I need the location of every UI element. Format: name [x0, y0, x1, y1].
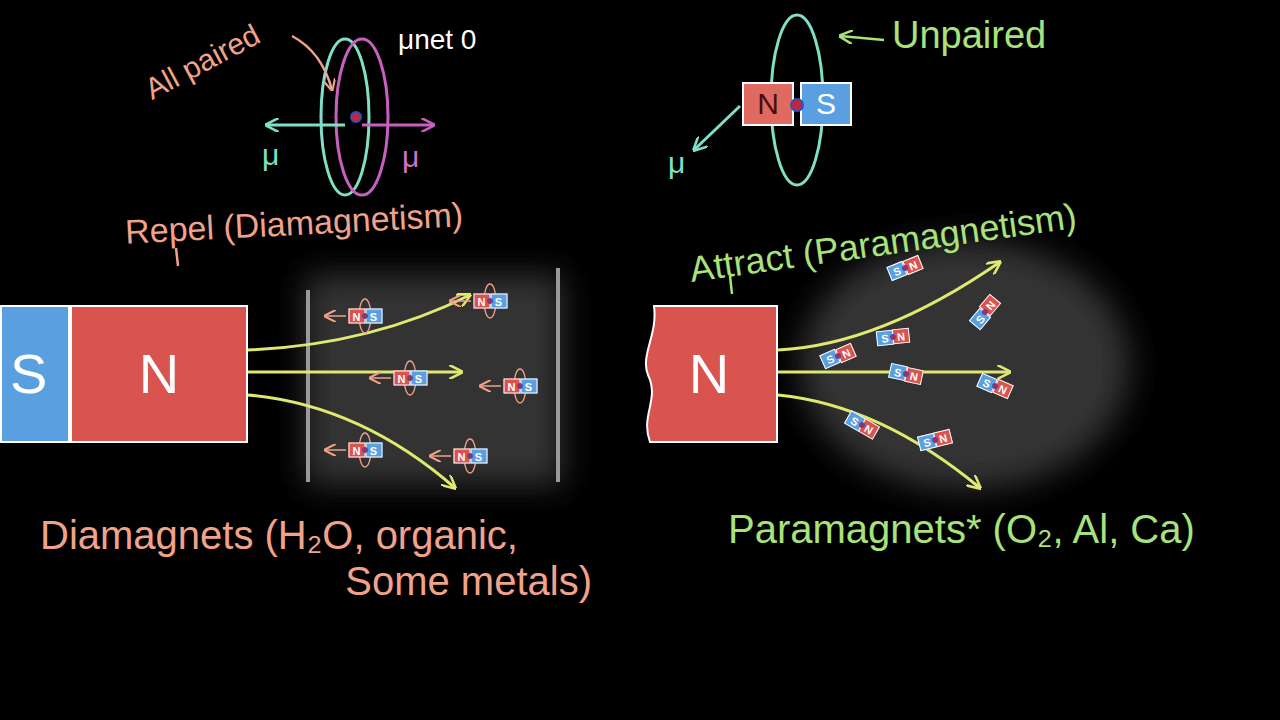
electron-dot	[993, 384, 998, 389]
magnet-north-pole: N	[70, 305, 248, 443]
field-line	[778, 395, 980, 488]
moment-symbol: μ	[668, 146, 685, 181]
pole-letter: S	[875, 330, 893, 347]
moment-arrow	[430, 455, 451, 457]
pole-letter: N	[757, 89, 779, 119]
electron-dot	[904, 372, 909, 377]
examples-text: Paramagnets* (O₂, Al, Ca)	[728, 506, 1195, 552]
pole-letter: N	[904, 367, 924, 385]
heading: Repel (Diamagnetism)	[124, 195, 464, 252]
electron-orbit	[336, 39, 388, 195]
pole-letter: N	[348, 443, 365, 458]
annotation: All paired	[139, 18, 266, 107]
container-wall	[306, 290, 310, 482]
pointer-arrow	[840, 36, 884, 40]
moment-arrow	[266, 124, 345, 127]
paramagnet-cloud	[800, 240, 1130, 490]
magnet-north-pole: N	[640, 305, 778, 443]
examples-text: Diamagnets (H₂O, organic, Some metals)	[40, 512, 592, 604]
pole-letter: S	[10, 346, 47, 402]
pole-letter: S	[365, 443, 382, 458]
magnet-south-pole: S	[0, 305, 70, 443]
pole-letter: S	[410, 371, 427, 386]
moment-arrow	[325, 449, 346, 451]
electron-dot	[363, 314, 368, 319]
container-wall	[556, 268, 560, 482]
electron-dot	[983, 310, 988, 315]
electron-dot	[903, 266, 908, 271]
electron-dot	[488, 299, 493, 304]
pole-letter: S	[490, 294, 507, 309]
field-line	[248, 395, 455, 488]
moment-symbol: μ	[402, 140, 419, 175]
field-line	[248, 295, 470, 350]
electron-dot	[363, 448, 368, 453]
pole-letter: N	[689, 346, 729, 402]
pole-letter: N	[453, 449, 470, 464]
heading: Attract (Paramagnetism)	[687, 195, 1079, 290]
electron-dot	[518, 384, 523, 389]
moment-arrow	[480, 385, 501, 387]
field-line	[778, 262, 1000, 350]
pole-letter: S	[816, 89, 836, 119]
magnet-body	[646, 306, 777, 442]
electron-dot	[408, 376, 413, 381]
magnet-north-pole: N	[742, 82, 794, 126]
moment-arrow	[370, 377, 391, 379]
electron-dot	[468, 454, 473, 459]
diamagnet-glow	[305, 275, 563, 485]
pole-letter: N	[503, 379, 520, 394]
tick	[176, 248, 178, 266]
moment-arrow	[362, 124, 434, 127]
net-moment: μnet 0	[398, 24, 476, 56]
magnet-south-pole: S	[800, 82, 852, 126]
pole-letter: N	[892, 328, 910, 345]
electron-dot	[791, 99, 803, 111]
moment-symbol: μ	[262, 138, 279, 173]
annotation: Unpaired	[892, 14, 1046, 58]
electron-dot	[836, 354, 841, 359]
field-line	[248, 371, 462, 374]
pole-letter: N	[393, 371, 410, 386]
electron-dot	[933, 438, 938, 443]
pole-letter: S	[365, 309, 382, 324]
electron-dot	[891, 335, 896, 340]
pointer-arrow	[292, 36, 332, 90]
pole-letter: S	[520, 379, 537, 394]
electron-dot	[860, 423, 865, 428]
pole-letter: S	[470, 449, 487, 464]
pole-letter: N	[473, 294, 490, 309]
pole-letter: N	[933, 429, 953, 448]
moment-arrow	[450, 300, 471, 302]
moment-arrow	[325, 315, 346, 317]
pole-letter: N	[139, 346, 179, 402]
electron-dot	[351, 112, 361, 122]
moment-arrow	[694, 106, 740, 150]
pole-letter: N	[348, 309, 365, 324]
